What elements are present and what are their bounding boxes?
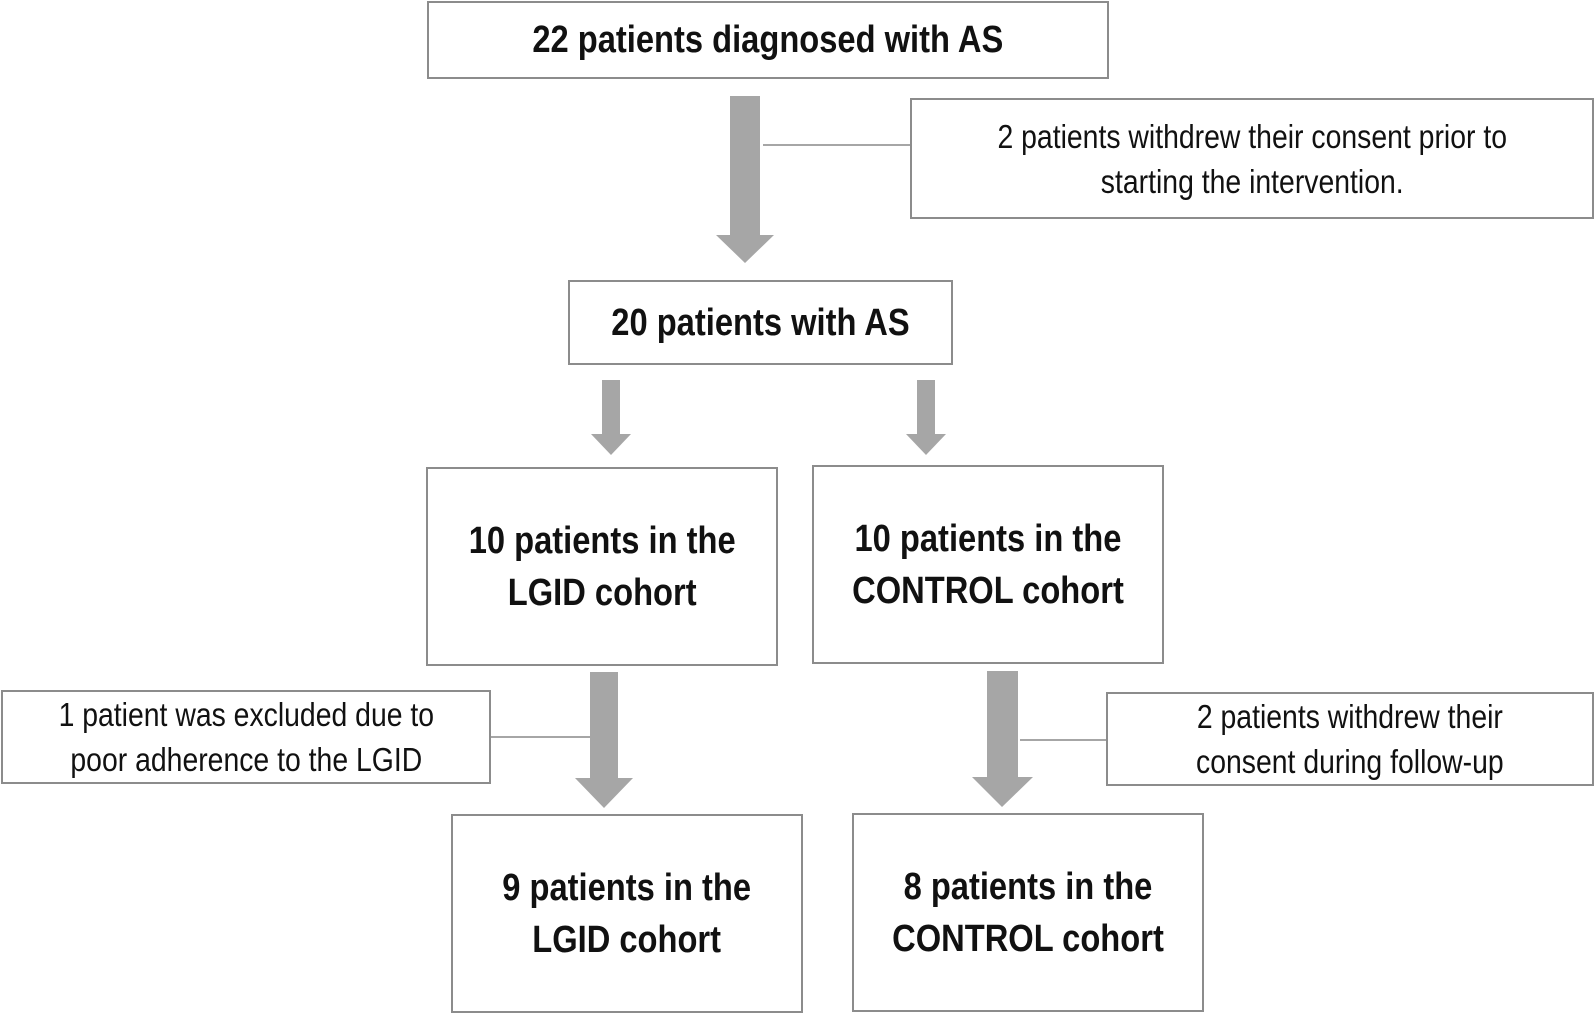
box-control-withdrew-text: 2 patients withdrew their consent during… — [1196, 694, 1504, 784]
box-line: 10 patients in the — [468, 519, 736, 562]
box-line: LGID cohort — [507, 571, 697, 614]
arrow-lgid-to-end — [575, 672, 633, 808]
box-line: consent during follow-up — [1196, 743, 1504, 780]
box-line: 10 patients in the — [854, 517, 1122, 560]
box-control-10: 10 patients in the CONTROL cohort — [812, 465, 1164, 664]
box-lgid-excluded-text: 1 patient was excluded due to poor adher… — [58, 692, 434, 782]
box-line: poor adherence to the LGID — [70, 741, 422, 778]
box-control-8: 8 patients in the CONTROL cohort — [852, 813, 1204, 1012]
arrow-mid-to-lgid — [591, 380, 631, 455]
box-control-8-text: 8 patients in the CONTROL cohort — [892, 861, 1164, 965]
arrow-mid-to-control — [906, 380, 946, 455]
box-line: 2 patients withdrew their consent prior … — [997, 117, 1507, 155]
box-line: 1 patient was excluded due to — [58, 696, 434, 733]
box-line: starting the intervention. — [1100, 162, 1404, 200]
box-line: 9 patients in the — [502, 866, 752, 909]
box-line: 20 patients with AS — [611, 301, 910, 344]
box-control-withdrew: 2 patients withdrew their consent during… — [1106, 692, 1594, 786]
box-lgid-9-text: 9 patients in the LGID cohort — [503, 862, 752, 966]
arrow-start-to-mid — [716, 96, 774, 263]
box-withdrew-prior: 2 patients withdrew their consent prior … — [910, 98, 1594, 219]
box-lgid-excluded: 1 patient was excluded due to poor adher… — [1, 690, 491, 784]
box-22-diagnosed-text: 22 patients diagnosed with AS — [533, 14, 1004, 66]
box-withdrew-prior-text: 2 patients withdrew their consent prior … — [997, 114, 1507, 204]
box-line: CONTROL cohort — [892, 917, 1164, 960]
box-control-10-text: 10 patients in the CONTROL cohort — [852, 513, 1124, 617]
box-line: 8 patients in the — [903, 865, 1153, 908]
box-20-patients-text: 20 patients with AS — [611, 297, 909, 349]
box-lgid-9: 9 patients in the LGID cohort — [451, 814, 803, 1013]
box-line: 2 patients withdrew their — [1196, 698, 1504, 735]
box-20-patients: 20 patients with AS — [568, 280, 953, 365]
box-lgid-10: 10 patients in the LGID cohort — [426, 467, 778, 666]
box-22-diagnosed: 22 patients diagnosed with AS — [427, 1, 1109, 79]
arrow-control-to-end — [972, 671, 1033, 807]
box-lgid-10-text: 10 patients in the LGID cohort — [469, 515, 736, 619]
box-line: 22 patients diagnosed with AS — [532, 19, 1004, 61]
box-line: LGID cohort — [532, 918, 722, 961]
box-line: CONTROL cohort — [852, 569, 1124, 612]
